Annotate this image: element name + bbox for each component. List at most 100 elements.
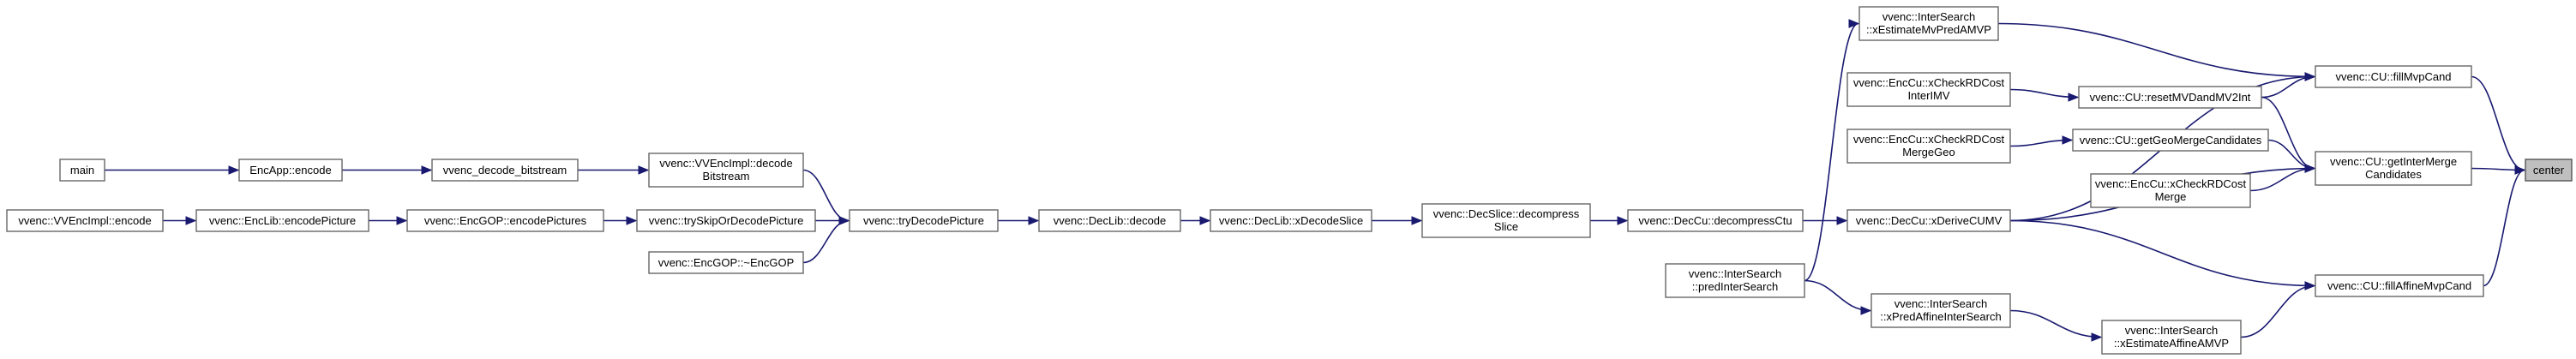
edge-intersearch-xpredaffineintersearch-to-intersearch-xestaffineamvp-arrowhead <box>2091 332 2103 342</box>
node-label: vvenc::CU::fillMvpCand <box>2335 70 2451 83</box>
edge-encapp-encode-to-vvenc-decode-bitstream-arrowhead <box>421 165 433 175</box>
node-label: vvenc::EncCu::xCheckRDCost <box>1853 133 2005 146</box>
node-label: vvenc::CU::fillAffineMvpCand <box>2327 279 2471 292</box>
edge-cu-fillmvpcand-to-center-line <box>2471 75 2525 171</box>
node-label: vvenc::EncGOP::~EncGOP <box>658 256 795 269</box>
node-box <box>238 159 343 182</box>
node-box <box>849 209 999 232</box>
node-label: Candidates <box>2365 168 2422 181</box>
node-label: vvenc::DecCu::decompressCtu <box>1638 214 1792 227</box>
node-box <box>1627 209 1804 232</box>
node-box <box>431 159 579 182</box>
graph-node-cu-fillaffinemvpcand[interactable]: vvenc::CU::fillAffineMvpCand <box>2315 274 2484 297</box>
node-label: vvenc::DecLib::xDecodeSlice <box>1219 214 1363 227</box>
edge-intersearch-xestaffineamvp-to-cu-fillaffinemvpcand-arrowhead <box>2304 281 2316 290</box>
graph-node-encgop-dtor[interactable]: vvenc::EncGOP::~EncGOP <box>648 251 804 274</box>
edge-enccu-xcheckrdcostinterimv-to-cu-resetmvdandmv2int-line <box>2009 88 2079 99</box>
node-label: vvenc::VVEncImpl::encode <box>18 214 151 227</box>
node-box <box>2072 129 2269 152</box>
graph-node-intersearch-xestaffineamvp[interactable]: vvenc::InterSearch::xEstimateAffineAMVP <box>2101 320 2242 355</box>
node-label: vvenc::DecLib::decode <box>1054 214 1167 227</box>
node-box <box>1858 6 1999 41</box>
edge-deccu-xderivecumv-to-cu-getintermergecandidates-arrowhead <box>2304 164 2316 173</box>
graph-node-declib-decode[interactable]: vvenc::DecLib::decode <box>1038 209 1181 232</box>
edge-intersearch-predintersearch-to-intersearch-xpredaffineintersearch <box>1804 279 1872 315</box>
node-label: vvenc::InterSearch <box>2125 324 2218 337</box>
node-box <box>1210 209 1372 232</box>
node-label: Bitstream <box>703 170 750 182</box>
edge-decslice-decompress-to-deccu-decompressctu <box>1590 216 1629 225</box>
edge-intersearch-predintersearch-to-intersearch-xpredaffineintersearch-arrowhead <box>1860 306 1872 315</box>
node-box <box>1846 129 2011 164</box>
edge-main-to-encapp-encode-arrowhead <box>228 165 240 175</box>
edge-intersearch-xestmvpredamvp-to-cu-fillmvpcand-line <box>1997 22 2315 78</box>
edge-cu-fillmvpcand-to-center <box>2471 75 2526 175</box>
node-box <box>406 209 604 232</box>
edge-cu-fillaffinemvpcand-to-center <box>2483 165 2526 287</box>
graph-node-declib-xdecodeslice[interactable]: vvenc::DecLib::xDecodeSlice <box>1210 209 1372 232</box>
node-label: vvenc::DecCu::xDeriveCUMV <box>1856 214 2003 227</box>
graph-node-encgop-encodepictures[interactable]: vvenc::EncGOP::encodePictures <box>406 209 604 232</box>
graph-node-vvencimpl-encode[interactable]: vvenc::VVEncImpl::encode <box>6 209 164 232</box>
edge-vvenc-decode-bitstream-to-vvencimpl-decodebitstream-arrowhead <box>638 165 650 175</box>
graph-node-cu-resetmvdandmv2int[interactable]: vvenc::CU::resetMVDandMV2Int <box>2078 86 2262 109</box>
graph-node-enclib-encodepicture[interactable]: vvenc::EncLib::encodePicture <box>195 209 369 232</box>
edge-intersearch-xpredaffineintersearch-to-intersearch-xestaffineamvp <box>2009 309 2103 342</box>
graph-node-intersearch-xestmvpredamvp[interactable]: vvenc::InterSearch::xEstimateMvPredAMVP <box>1858 6 1999 41</box>
node-label: MergeGeo <box>1902 146 1955 159</box>
node-box <box>2315 151 2472 186</box>
edge-enccu-xcheckrdcostmergegeo-to-cu-getgeomergecandidates-arrowhead <box>2062 135 2074 145</box>
graph-node-intersearch-predintersearch[interactable]: vvenc::InterSearch::predInterSearch <box>1665 263 1805 298</box>
node-box <box>2078 86 2262 109</box>
edge-declib-decode-to-declib-xdecodeslice <box>1180 216 1211 225</box>
edge-encapp-encode-to-vvenc-decode-bitstream <box>342 165 433 175</box>
graph-node-tryskiporecode[interactable]: vvenc::trySkipOrDecodePicture <box>636 209 816 232</box>
graph-node-main[interactable]: main <box>59 159 105 182</box>
edge-encgop-encodepictures-to-tryskiporecode <box>603 216 638 225</box>
graph-node-trydecodepicture[interactable]: vvenc::tryDecodePicture <box>849 209 999 232</box>
node-label: vvenc::trySkipOrDecodePicture <box>649 214 804 227</box>
edge-intersearch-predintersearch-to-intersearch-xpredaffineintersearch-line <box>1804 279 1871 312</box>
graph-node-vvenc-decode-bitstream[interactable]: vvenc_decode_bitstream <box>431 159 579 182</box>
graph-node-encapp-encode[interactable]: EncApp::encode <box>238 159 343 182</box>
graph-node-deccu-xderivecumv[interactable]: vvenc::DecCu::xDeriveCUMV <box>1846 209 2011 232</box>
node-label: ::xEstimateAffineAMVP <box>2114 337 2229 350</box>
node-box <box>2101 320 2242 355</box>
node-label: InterIMV <box>1907 89 1949 102</box>
node-label: vvenc::InterSearch <box>1882 10 1975 23</box>
edge-main-to-encapp-encode <box>105 165 240 175</box>
node-box <box>59 159 105 182</box>
edge-deccu-xderivecumv-to-cu-fillaffinemvpcand <box>2009 219 2316 290</box>
node-label: vvenc::EncLib::encodePicture <box>209 214 356 227</box>
node-label: main <box>70 164 94 177</box>
node-label: vvenc::CU::resetMVDandMV2Int <box>2090 91 2251 104</box>
node-box <box>195 209 369 232</box>
edge-declib-xdecodeslice-to-decslice-decompress <box>1372 216 1423 225</box>
node-box <box>636 209 816 232</box>
edge-enclib-encodepicture-to-encgop-encodepictures-arrowhead <box>396 216 408 225</box>
graph-node-cu-fillmvpcand[interactable]: vvenc::CU::fillMvpCand <box>2315 65 2472 88</box>
node-label: vvenc::InterSearch <box>1894 297 1987 310</box>
edge-intersearch-xestaffineamvp-to-cu-fillaffinemvpcand <box>2240 281 2316 338</box>
node-box <box>1846 209 2011 232</box>
graph-node-cu-getgeomergecandidates[interactable]: vvenc::CU::getGeoMergeCandidates <box>2072 129 2269 152</box>
edge-encgop-dtor-to-trydecodepicture-arrowhead <box>838 216 850 225</box>
node-box <box>1870 293 2011 328</box>
node-box <box>1846 72 2011 107</box>
graph-node-center[interactable]: center <box>2525 159 2573 182</box>
graph-node-deccu-decompressctu[interactable]: vvenc::DecCu::decompressCtu <box>1627 209 1804 232</box>
edge-deccu-xderivecumv-to-cu-fillmvpcand-arrowhead <box>2304 72 2316 81</box>
edge-intersearch-xpredaffineintersearch-to-intersearch-xestaffineamvp-line <box>2009 309 2102 338</box>
graph-node-intersearch-xpredaffineintersearch[interactable]: vvenc::InterSearch::xPredAffineInterSear… <box>1870 293 2011 328</box>
edge-vvencimpl-encode-to-enclib-encodepicture <box>163 216 197 225</box>
edge-enccu-xcheckrdcostinterimv-to-cu-resetmvdandmv2int <box>2009 88 2080 102</box>
edge-cu-resetmvdandmv2int-to-cu-getintermergecandidates-line <box>2261 96 2315 170</box>
node-box <box>6 209 164 232</box>
